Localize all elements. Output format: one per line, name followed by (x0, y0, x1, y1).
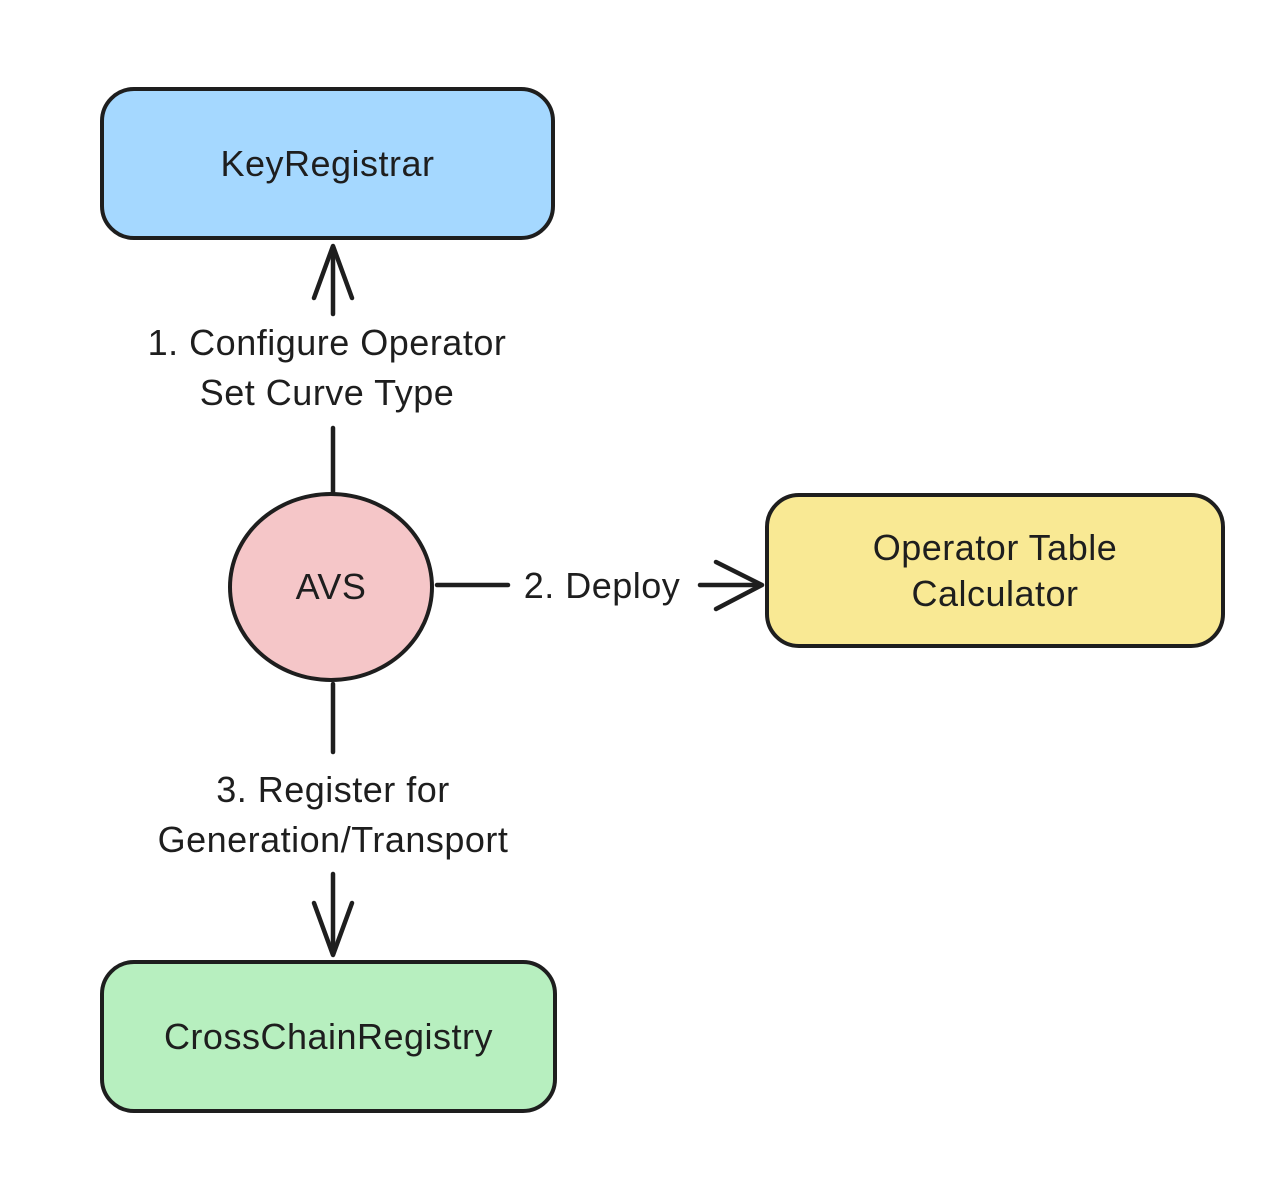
arrow-deploy (434, 559, 765, 612)
node-operator-table-calculator-label: Operator Table Calculator (873, 525, 1117, 617)
edge-label-configure-line2: Set Curve Type (199, 372, 455, 413)
node-operator-table-calculator: Operator Table Calculator (765, 493, 1225, 648)
arrowhead-down-icon (311, 900, 355, 958)
node-key-registrar-label: KeyRegistrar (220, 142, 435, 184)
edge-label-register-line1: 3. Register for (216, 769, 450, 810)
node-key-registrar: KeyRegistrar (100, 87, 555, 240)
arrow-configure-operator-set (311, 243, 355, 495)
arrowhead-up-icon (311, 243, 355, 301)
node-cross-chain-registry: CrossChainRegistry (100, 960, 557, 1113)
edge-label-configure-operator-set: 1. Configure Operator Set Curve Type (148, 318, 507, 418)
arrow-register-generation (311, 681, 355, 958)
edge-label-deploy-text: 2. Deploy (523, 565, 681, 606)
edge-label-deploy: 2. Deploy (524, 561, 681, 611)
arrowhead-right-icon (713, 559, 765, 612)
edge-label-configure-line1: 1. Configure Operator (147, 322, 507, 363)
edge-label-register-generation: 3. Register for Generation/Transport (158, 765, 509, 865)
node-avs-label: AVS (295, 566, 367, 607)
node-cross-chain-registry-label: CrossChainRegistry (163, 1015, 494, 1057)
node-operator-table-calculator-line2: Calculator (911, 572, 1079, 614)
node-avs: AVS (228, 492, 434, 682)
edge-label-register-line2: Generation/Transport (157, 819, 509, 860)
node-operator-table-calculator-line1: Operator Table (872, 526, 1118, 568)
